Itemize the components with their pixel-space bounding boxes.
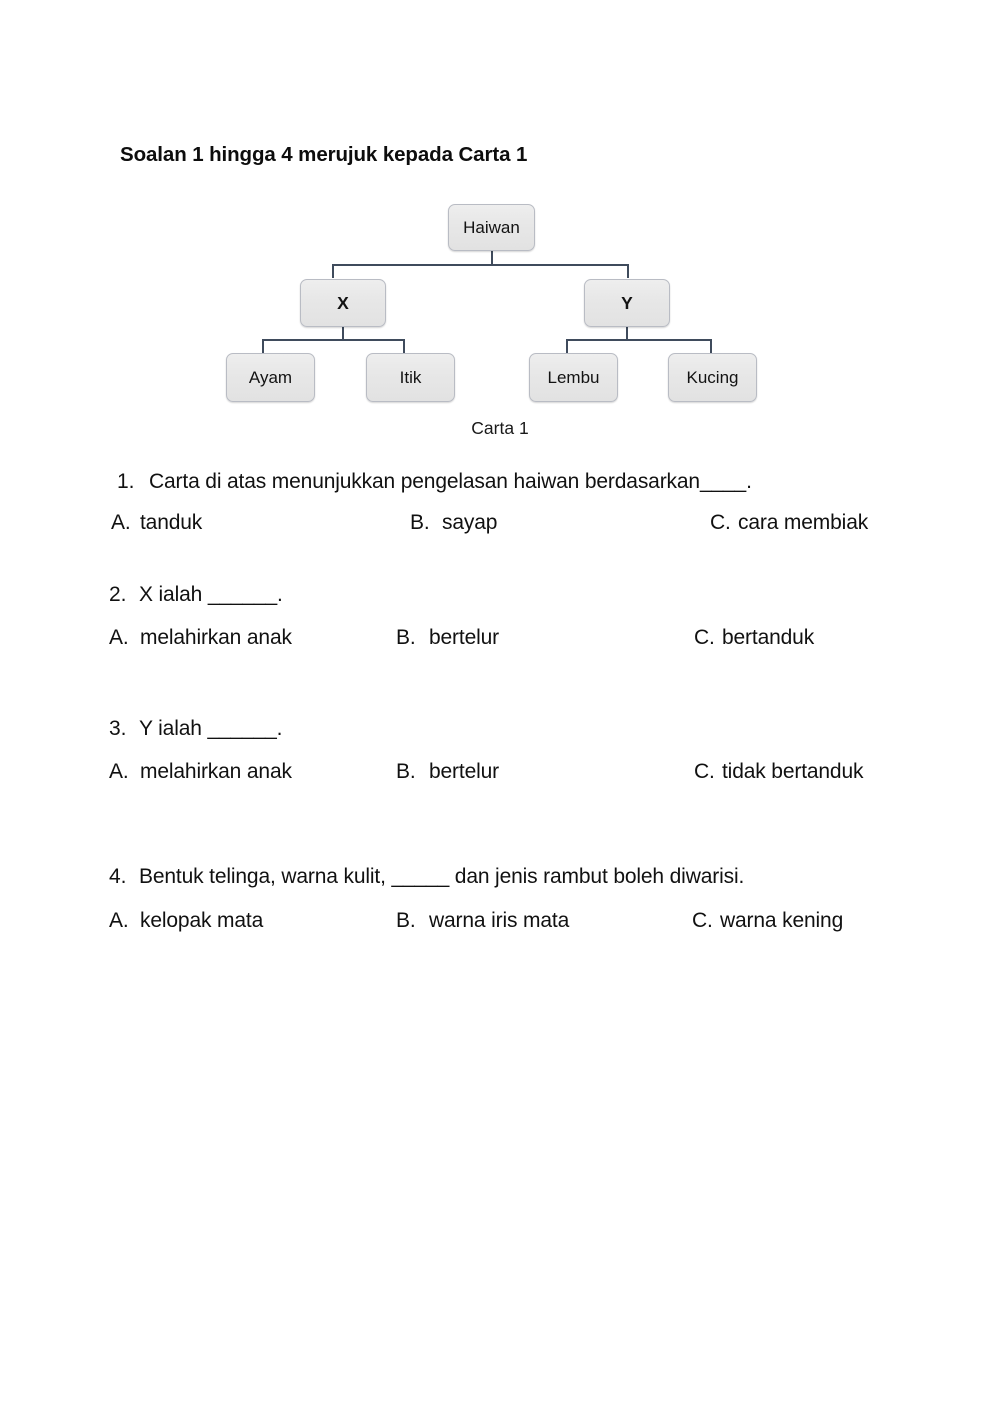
connector-to-itik — [403, 339, 405, 353]
connector-root-stem — [491, 250, 493, 265]
chart-caption: Carta 1 — [471, 418, 529, 438]
question-3-option-c-letter[interactable]: C. — [694, 760, 715, 783]
chart-node-lembu: Lembu — [529, 353, 618, 402]
chart-node-y: Y — [584, 279, 670, 327]
question-1-option-b-letter[interactable]: B. — [410, 511, 430, 534]
question-2-option-b-letter[interactable]: B. — [396, 626, 416, 649]
chart-node-label: X — [337, 292, 349, 313]
chart-node-ayam: Ayam — [226, 353, 315, 402]
question-1-stem: Carta di atas menunjukkan pengelasan hai… — [149, 470, 752, 493]
question-2-number: 2. — [109, 583, 127, 606]
question-3-stem: Y ialah ______. — [139, 717, 283, 740]
question-3-option-a-text[interactable]: melahirkan anak — [140, 760, 292, 783]
connector-y-stem — [626, 326, 628, 340]
question-4-option-a-letter[interactable]: A. — [109, 909, 129, 932]
page-title: Soalan 1 hingga 4 merujuk kepada Carta 1 — [120, 143, 528, 166]
question-1-number: 1. — [117, 470, 135, 493]
connector-level1-bus — [332, 264, 628, 266]
connector-to-x — [332, 264, 334, 278]
question-3-option-c-text[interactable]: tidak bertanduk — [722, 760, 864, 783]
chart-node-kucing: Kucing — [668, 353, 757, 402]
question-1-option-b-text[interactable]: sayap — [442, 511, 498, 534]
chart-node-haiwan: Haiwan — [448, 204, 535, 251]
question-2-option-c-text[interactable]: bertanduk — [722, 626, 815, 649]
question-1-option-a-text[interactable]: tanduk — [140, 511, 203, 534]
connector-x-stem — [342, 326, 344, 340]
question-4-option-c-text[interactable]: warna kening — [720, 909, 844, 932]
chart-node-label: Lembu — [547, 367, 600, 387]
question-4-option-b-letter[interactable]: B. — [396, 909, 416, 932]
question-3-option-a-letter[interactable]: A. — [109, 760, 129, 783]
question-4-stem: Bentuk telinga, warna kulit, _____ dan j… — [139, 865, 745, 888]
question-4-option-b-text[interactable]: warna iris mata — [429, 909, 570, 932]
question-4-option-a-text[interactable]: kelopak mata — [140, 909, 264, 932]
question-3-option-b-text[interactable]: bertelur — [429, 760, 500, 783]
connector-to-kucing — [710, 339, 712, 353]
chart-node-itik: Itik — [366, 353, 455, 402]
question-1-option-c-letter[interactable]: C. — [710, 511, 731, 534]
question-2-stem: X ialah ______. — [139, 583, 283, 606]
question-4-option-c-letter[interactable]: C. — [692, 909, 713, 932]
chart-node-x: X — [300, 279, 386, 327]
connector-to-ayam — [262, 339, 264, 353]
question-2-option-c-letter[interactable]: C. — [694, 626, 715, 649]
chart-node-label: Y — [621, 292, 633, 313]
question-1-option-a-letter[interactable]: A. — [111, 511, 131, 534]
question-3-number: 3. — [109, 717, 127, 740]
chart-node-label: Kucing — [686, 367, 739, 387]
question-2-option-a-letter[interactable]: A. — [109, 626, 129, 649]
question-2-option-b-text[interactable]: bertelur — [429, 626, 500, 649]
classification-chart: Haiwan X Y Ayam Itik Lembu Kucing — [0, 195, 1000, 445]
connector-to-lembu — [566, 339, 568, 353]
question-2-option-a-text[interactable]: melahirkan anak — [140, 626, 292, 649]
question-4-number: 4. — [109, 865, 127, 888]
connector-y-bus — [566, 339, 711, 341]
chart-node-label: Ayam — [248, 367, 293, 387]
connector-x-bus — [262, 339, 404, 341]
chart-node-label: Itik — [399, 367, 422, 387]
question-3-option-b-letter[interactable]: B. — [396, 760, 416, 783]
chart-node-label: Haiwan — [463, 217, 520, 237]
connector-to-y — [627, 264, 629, 278]
question-1-option-c-text[interactable]: cara membiak — [738, 511, 869, 534]
